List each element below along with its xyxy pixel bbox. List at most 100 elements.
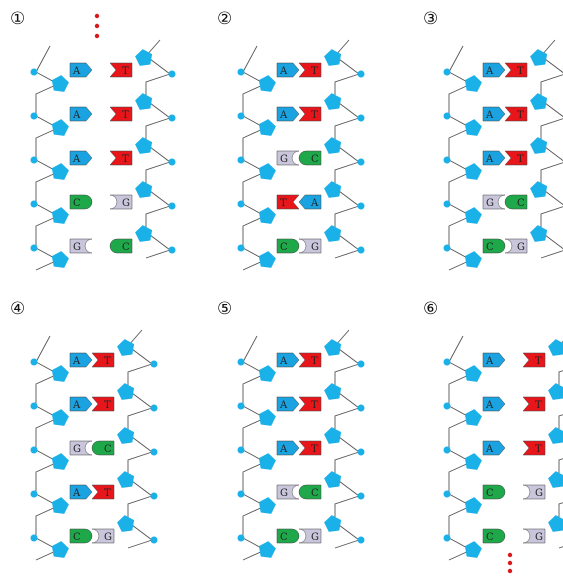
base-a [482, 352, 506, 368]
base-a [482, 62, 506, 78]
base-letter: G [280, 488, 288, 499]
left-backbone [242, 45, 267, 271]
base-c [504, 194, 528, 210]
base-g [109, 194, 133, 210]
base-t [504, 150, 528, 166]
base-a [276, 62, 300, 78]
sugar-icon [548, 339, 563, 356]
base-letter: T [280, 198, 287, 209]
sugar-icon [51, 251, 69, 268]
sugar-icon [51, 365, 69, 382]
sugar-icon [324, 383, 342, 400]
base-g [298, 528, 322, 544]
phosphate-icon [30, 244, 38, 252]
base-t [522, 352, 546, 368]
phosphate-icon [237, 68, 245, 76]
phosphate-icon [357, 202, 365, 210]
sugar-icon [548, 383, 563, 400]
phosphate-icon [30, 156, 38, 164]
base-letter: T [311, 66, 318, 77]
sugar-icon [51, 409, 69, 426]
phosphate-icon [443, 402, 451, 410]
phosphate-icon [237, 200, 245, 208]
base-g [504, 238, 528, 254]
base-g [276, 484, 300, 500]
base-a [482, 150, 506, 166]
phosphate-icon [357, 246, 365, 254]
base-letter: G [486, 198, 494, 209]
sugar-icon [51, 541, 69, 558]
base-letter: A [310, 198, 319, 209]
base-t [298, 396, 322, 412]
ellipsis-dot-icon [94, 13, 100, 19]
sugar-icon [324, 181, 342, 198]
left-backbone [35, 45, 60, 271]
base-letter: C [73, 532, 81, 543]
base-letter: C [280, 532, 288, 543]
base-a [69, 484, 93, 500]
phosphate-icon [357, 536, 365, 544]
sugar-icon [51, 453, 69, 470]
phosphate-icon [237, 156, 245, 164]
phosphate-icon [237, 112, 245, 120]
base-g [522, 528, 546, 544]
base-letter: A [485, 356, 494, 367]
base-t [91, 484, 115, 500]
base-letter: G [73, 444, 81, 455]
base-a [69, 396, 93, 412]
base-letter: T [535, 356, 542, 367]
base-c [69, 194, 93, 210]
base-t [298, 440, 322, 456]
sugar-icon [324, 515, 342, 532]
panel-number: ④ [10, 299, 25, 319]
right-backbone [127, 329, 153, 549]
phosphate-icon [30, 68, 38, 76]
base-c [482, 238, 506, 254]
sugar-icon [548, 471, 563, 488]
sugar-icon [324, 137, 342, 154]
sugar-icon [530, 49, 548, 66]
base-letter: C [311, 154, 319, 165]
sugar-icon [51, 207, 69, 224]
phosphate-icon [443, 490, 451, 498]
base-a [276, 352, 300, 368]
sugar-icon [258, 119, 276, 136]
phosphate-icon [150, 536, 158, 544]
phosphate-icon [30, 112, 38, 120]
base-a [298, 194, 322, 210]
sugar-icon [464, 119, 482, 136]
base-letter: T [122, 110, 129, 121]
phosphate-icon [443, 200, 451, 208]
sugar-icon [530, 181, 548, 198]
phosphate-icon [168, 158, 176, 166]
sugar-icon [530, 225, 548, 242]
phosphate-icon [357, 114, 365, 122]
base-g [276, 150, 300, 166]
phosphate-icon [168, 246, 176, 254]
base-a [69, 150, 93, 166]
phosphate-icon [443, 68, 451, 76]
base-letter: G [311, 242, 319, 253]
sugar-icon [258, 365, 276, 382]
base-t [298, 62, 322, 78]
phosphate-icon [357, 448, 365, 456]
base-letter: T [517, 66, 524, 77]
phosphate-icon [150, 492, 158, 500]
panel-number: ② [217, 9, 232, 29]
phosphate-icon [357, 360, 365, 368]
base-letter: G [535, 532, 543, 543]
right-backbone [540, 39, 563, 259]
base-t [109, 62, 133, 78]
base-letter: A [485, 400, 494, 411]
phosphate-icon [168, 114, 176, 122]
phosphate-icon [237, 402, 245, 410]
base-a [69, 106, 93, 122]
phosphate-icon [30, 402, 38, 410]
sugar-icon [530, 93, 548, 110]
base-letter: G [535, 488, 543, 499]
base-letter: T [535, 444, 542, 455]
